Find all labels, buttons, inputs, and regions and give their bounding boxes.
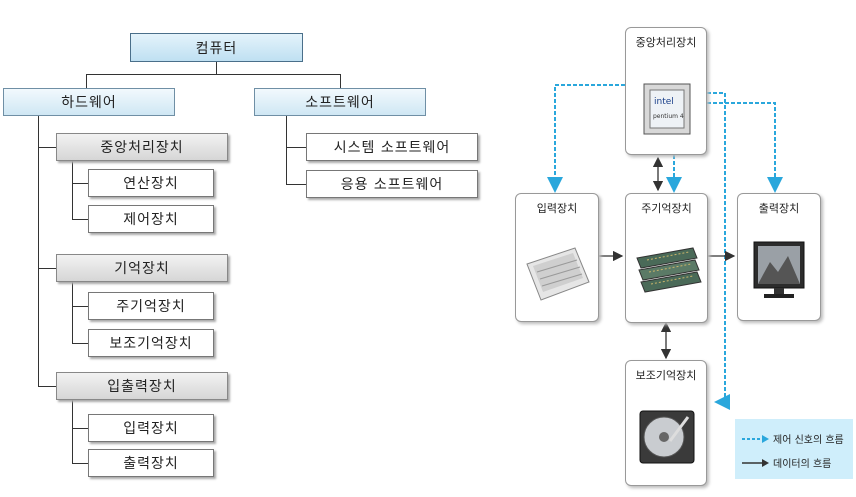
control-path-to-aux-memory	[707, 92, 730, 410]
connector	[38, 147, 56, 148]
connector	[286, 147, 306, 148]
connector	[72, 161, 73, 219]
connector	[72, 219, 88, 220]
data-flow-paths	[599, 156, 736, 360]
monitor-icon	[753, 241, 805, 298]
connector	[72, 183, 88, 184]
card-input-label: 입력장치	[536, 202, 578, 215]
legend-control-signal: 제어 신호의 흐름	[741, 431, 844, 446]
ram-module-icon	[636, 247, 702, 293]
node-system-software: 시스템 소프트웨어	[306, 133, 478, 161]
node-application-software: 응용 소프트웨어	[306, 170, 478, 198]
hard-disk-icon	[639, 410, 695, 464]
node-control-unit: 제어장치	[88, 205, 214, 233]
legend: 제어 신호의 흐름 데이터의 흐름	[735, 419, 853, 479]
node-aux-memory: 보조기억장치	[88, 329, 214, 357]
cpu-chip-icon: intel pentium 4	[643, 83, 691, 135]
card-aux-memory-label: 보조기억장치	[635, 369, 697, 382]
connector	[86, 74, 340, 75]
control-path-to-input	[547, 84, 625, 193]
node-hardware: 하드웨어	[3, 88, 175, 116]
node-computer: 컴퓨터	[130, 33, 303, 62]
card-output-label: 출력장치	[758, 202, 800, 215]
connector	[38, 268, 56, 269]
card-cpu-label: 중앙처리장치	[635, 36, 697, 49]
dashed-arrow-icon	[742, 434, 769, 443]
card-main-memory: 주기억장치	[625, 193, 708, 323]
node-main-memory: 주기억장치	[88, 292, 214, 320]
connector	[72, 282, 73, 343]
node-input: 입력장치	[88, 414, 214, 442]
node-alu: 연산장치	[88, 169, 214, 197]
node-software: 소프트웨어	[254, 88, 426, 116]
node-output: 출력장치	[88, 449, 214, 477]
svg-text:pentium 4: pentium 4	[653, 113, 684, 120]
connector	[72, 343, 88, 344]
card-aux-memory: 보조기억장치	[625, 360, 707, 486]
control-signal-paths	[547, 84, 783, 410]
legend-data-label: 데이터의 흐름	[773, 459, 832, 470]
connector	[340, 74, 341, 88]
connector	[72, 306, 88, 307]
solid-arrow-icon	[742, 458, 769, 467]
control-path-to-output	[707, 102, 783, 193]
connector	[216, 62, 217, 74]
connector	[72, 463, 88, 464]
connector	[72, 428, 88, 429]
node-io: 입출력장치	[56, 372, 228, 400]
legend-control-label: 제어 신호의 흐름	[773, 435, 844, 446]
node-cpu: 중앙처리장치	[56, 133, 228, 161]
legend-data-flow: 데이터의 흐름	[741, 455, 831, 470]
card-input-device: 입력장치	[515, 193, 599, 322]
connector	[38, 386, 56, 387]
connector	[86, 74, 87, 88]
connector	[286, 184, 306, 185]
connector	[286, 116, 287, 184]
card-cpu: 중앙처리장치 intel pentium 4	[625, 27, 707, 155]
keyboard-icon	[526, 247, 590, 301]
card-main-memory-label: 주기억장치	[641, 202, 692, 215]
connector	[38, 116, 39, 386]
card-output-device: 출력장치	[737, 193, 821, 321]
node-memory: 기억장치	[56, 254, 228, 282]
svg-text:intel: intel	[654, 97, 674, 107]
connector	[72, 400, 73, 463]
